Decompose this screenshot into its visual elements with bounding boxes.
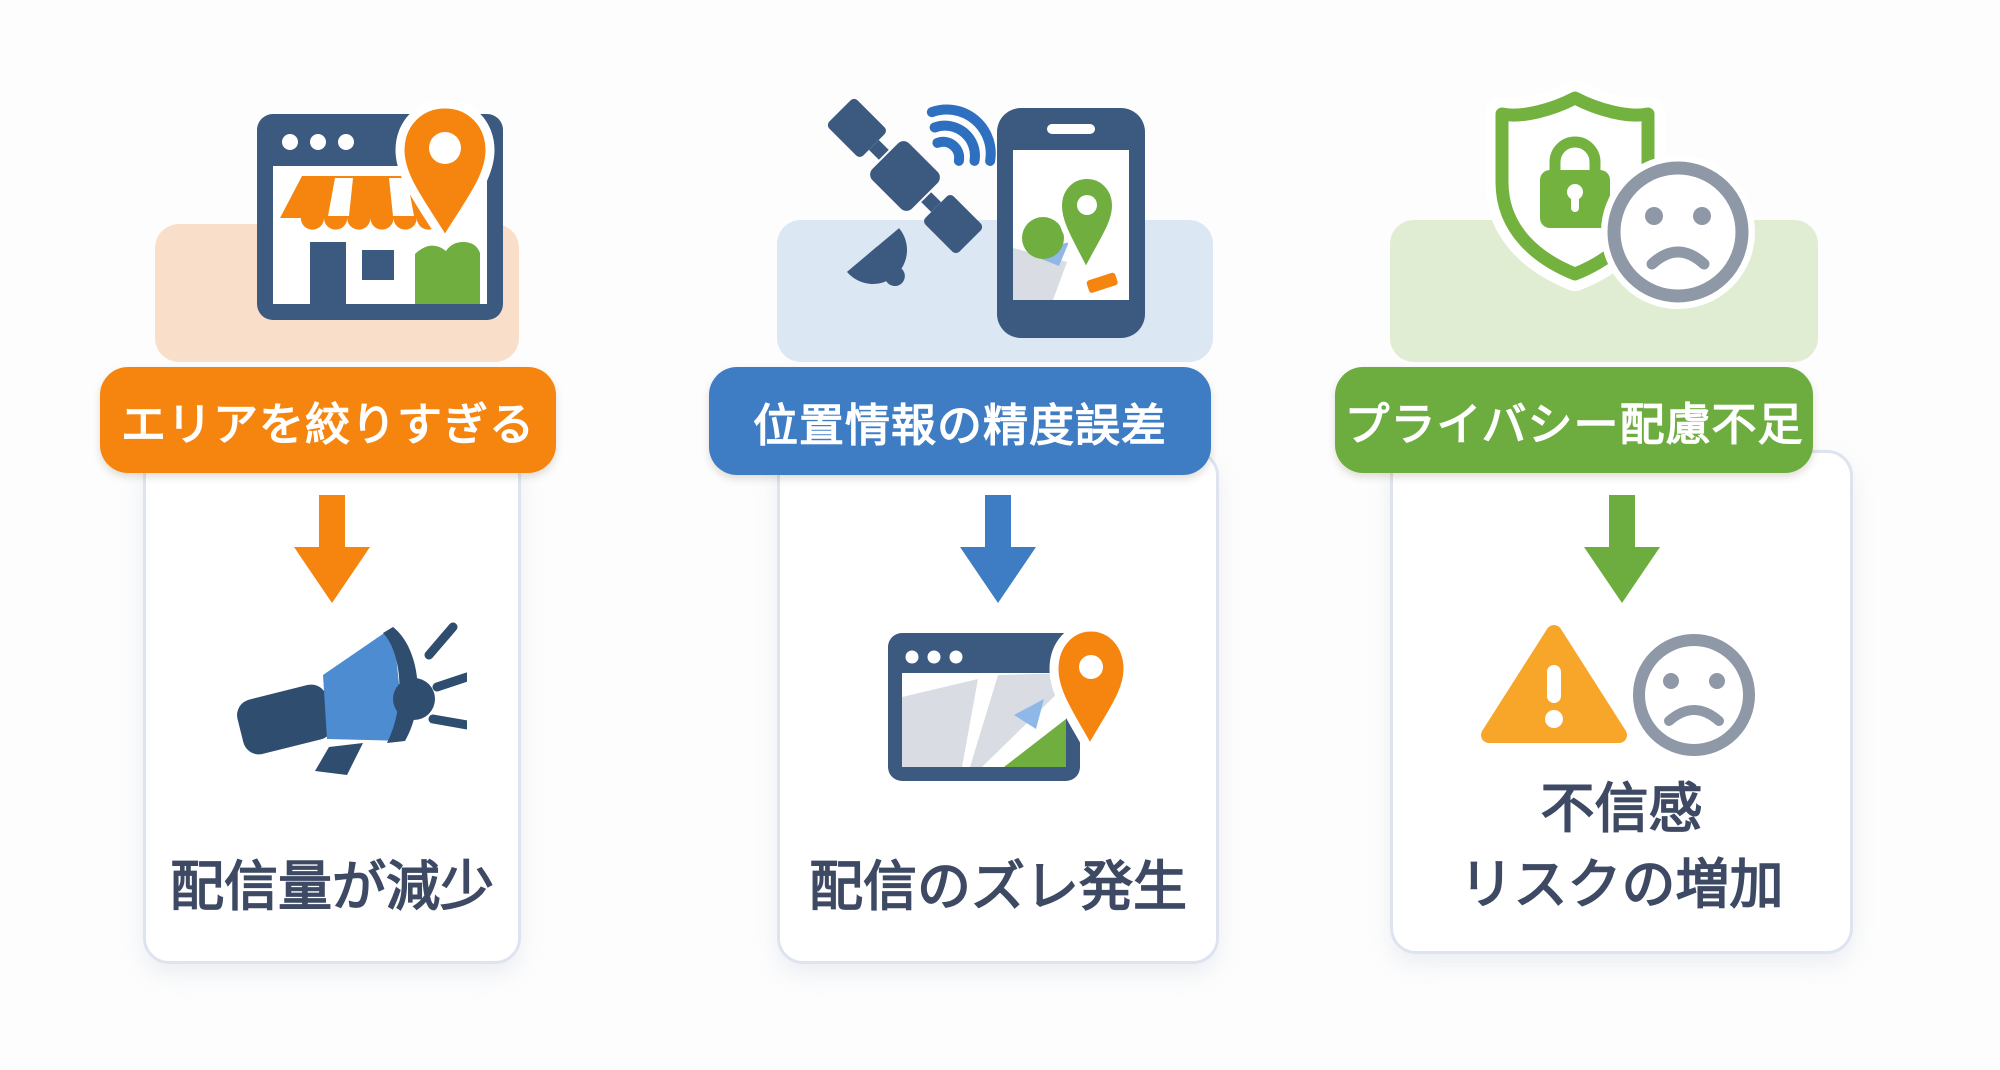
map-pin-icon — [395, 99, 495, 251]
down-arrow-icon — [1583, 495, 1660, 603]
problem-title: プライバシー配慮不足 — [1344, 398, 1804, 450]
result-line-1: 配信のズレ発生 — [809, 857, 1187, 917]
result-text: 配信量が減少 — [146, 849, 518, 925]
result-text: 配信のズレ発生 — [780, 849, 1216, 925]
result-line-2: リスクの増加 — [1459, 855, 1784, 915]
problem-title-band: エリアを絞りすぎる — [100, 367, 556, 473]
result-line-1: 配信量が減少 — [170, 857, 494, 917]
storefront-browser-icon — [257, 99, 503, 320]
shield-face-icons — [1485, 81, 1755, 309]
warning-and-sad-face-icons — [1480, 625, 1755, 756]
map-pin-icon — [1049, 622, 1133, 761]
top-icon-cluster — [1470, 80, 1790, 320]
warning-triangle-icon — [1480, 625, 1627, 743]
result-text: 不信感 リスクの増加 — [1393, 771, 1850, 923]
result-line-1: 不信感 — [1540, 779, 1703, 839]
top-icon-cluster — [815, 58, 1165, 348]
problem-title: エリアを絞りすぎる — [120, 398, 535, 450]
map-browser-pin-icon — [888, 622, 1133, 781]
down-arrow-icon — [960, 495, 1036, 603]
signal-waves-icon — [926, 104, 996, 166]
result-card: 配信量が減少 — [143, 450, 521, 964]
problem-title-band: 位置情報の精度誤差 — [709, 367, 1211, 475]
top-icon-cluster — [250, 92, 515, 332]
smartphone-map-icon — [997, 108, 1145, 338]
green-map-pin-icon — [1055, 172, 1119, 279]
problem-title: 位置情報の精度誤差 — [752, 399, 1167, 451]
sad-face-icon — [1601, 155, 1755, 309]
satellite-phone-icons — [827, 98, 1145, 338]
result-card: 不信感 リスクの増加 — [1390, 450, 1853, 954]
megaphone-icon — [237, 622, 467, 775]
satellite-icon — [827, 98, 983, 287]
result-card: 配信のズレ発生 — [777, 450, 1219, 964]
map-area-shape — [415, 242, 480, 304]
problem-title-band: プライバシー配慮不足 — [1335, 367, 1813, 473]
sad-face-icon — [1632, 634, 1755, 756]
down-arrow-icon — [294, 495, 370, 603]
